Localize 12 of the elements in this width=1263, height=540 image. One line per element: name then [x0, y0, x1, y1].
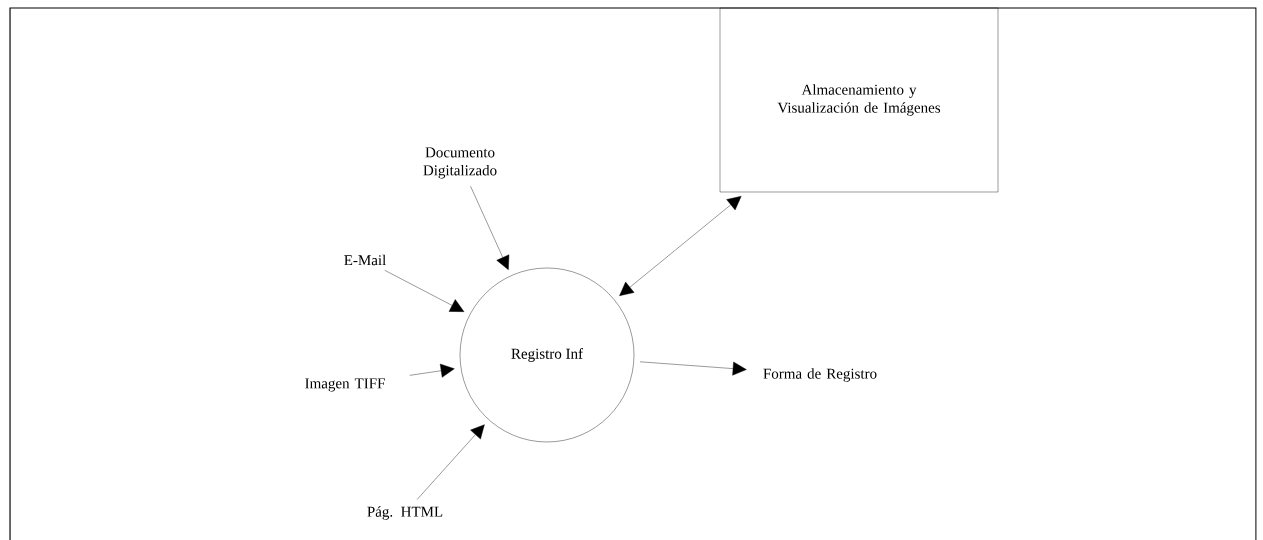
input-label: Documento Digitalizado — [423, 147, 497, 179]
arrow — [470, 186, 510, 270]
arrow — [409, 363, 455, 378]
arrow — [384, 270, 465, 312]
input-label: E-Mail — [344, 254, 386, 266]
arrow — [639, 361, 747, 376]
arrow — [619, 196, 742, 296]
arrow — [416, 424, 485, 500]
input-label: Imagen TIFF — [305, 378, 385, 392]
input-label: Pág. HTML — [367, 506, 443, 520]
storage-box: Almacenamiento y Visualización de Imágenes — [719, 7, 999, 193]
output-label: Forma de Registro — [763, 368, 877, 382]
